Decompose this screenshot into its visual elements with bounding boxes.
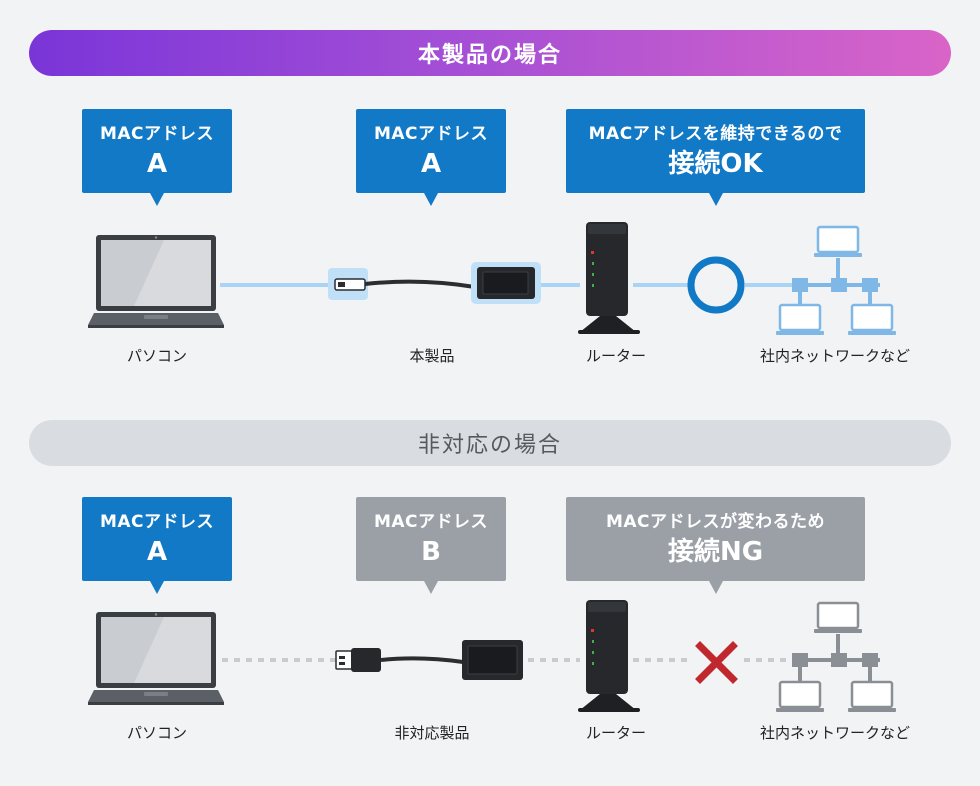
bubble-product-mac-value: A	[420, 149, 442, 179]
bubble-connection-ok-status: 接続OK	[668, 149, 763, 179]
label-pc-top: パソコン	[126, 347, 187, 365]
banner-unsupported-case: 非対応の場合	[29, 420, 951, 466]
bubble-product-mac: MACアドレス A	[356, 109, 506, 206]
bubble-unsupported-product-mac-label: MACアドレス	[373, 512, 489, 532]
label-router-bottom: ルーター	[585, 724, 646, 742]
bubble-connection-ng: MACアドレスが変わるため 接続NG	[566, 497, 865, 594]
label-product-top: 本製品	[409, 347, 455, 365]
label-network-top: 社内ネットワークなど	[759, 347, 910, 365]
label-network-bottom: 社内ネットワークなど	[759, 724, 910, 742]
bubble-connection-ng-note: MACアドレスが変わるため	[605, 512, 826, 532]
bubble-unsupported-product-mac-value: B	[421, 537, 441, 567]
bubble-pc-mac-unsupported-value: A	[146, 537, 168, 567]
bubble-pc-mac-unsupported: MACアドレス A	[82, 497, 232, 594]
bubble-pc-mac-value: A	[146, 149, 168, 179]
bubble-connection-ng-status: 接続NG	[667, 537, 764, 567]
bubble-connection-ok-note: MACアドレスを維持できるので	[588, 124, 843, 144]
bubble-product-mac-label: MACアドレス	[373, 124, 489, 144]
label-product-bottom: 非対応製品	[394, 724, 470, 742]
bubble-connection-ok: MACアドレスを維持できるので 接続OK	[566, 109, 865, 206]
label-pc-bottom: パソコン	[126, 724, 187, 742]
bubble-pc-mac: MACアドレス A	[82, 109, 232, 206]
banner-supported-case: 本製品の場合	[29, 30, 951, 76]
bubble-pc-mac-label: MACアドレス	[99, 124, 215, 144]
bubble-unsupported-product-mac: MACアドレス B	[356, 497, 506, 594]
label-router-top: ルーター	[585, 347, 646, 365]
bubble-pc-mac-unsupported-label: MACアドレス	[99, 512, 215, 532]
